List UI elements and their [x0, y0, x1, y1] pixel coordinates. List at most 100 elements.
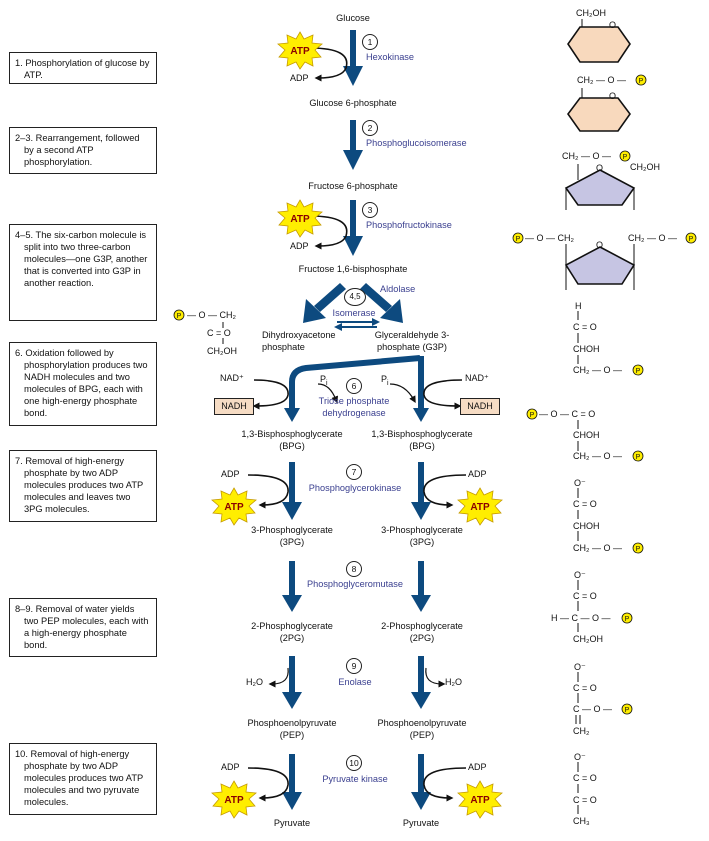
enzyme-phosphofructokinase: Phosphofructokinase [366, 220, 452, 230]
label-bpg-left: 1,3-Bisphosphoglycerate (BPG) [241, 429, 343, 451]
label-fructose-bisphosphate: Fructose 1,6-bisphosphate [298, 264, 408, 274]
step-number-4-5: 4,5 [344, 288, 366, 306]
atp-burst-step1: ATP [277, 31, 323, 70]
pyruvate-line-4: CH₃ [573, 816, 590, 826]
note-step-8-9: 8–9. Removal of water yields two PEP mol… [9, 598, 157, 657]
nadh-right: NADH [460, 398, 500, 415]
step-number-6: 6 [346, 378, 362, 394]
adp-step7-left: ADP [221, 469, 240, 479]
atp-burst-step7-left: ATP [211, 487, 257, 526]
step10-arrows [282, 754, 431, 810]
fructose-bisphosphate-ring [564, 244, 636, 290]
label-bpg-right: 1,3-Bisphosphoglycerate (BPG) [371, 429, 473, 451]
enzyme-phosphoglyceromutase: Phosphoglyceromutase [306, 579, 404, 589]
step-number-10: 10 [346, 755, 362, 771]
f16bp-right-group: CH₂ — O — [628, 233, 677, 243]
2pg-line-1: O⁻ [574, 570, 586, 580]
step-number-9: 9 [346, 658, 362, 674]
f16bp-left-group: — O — CH₂ [525, 233, 574, 243]
fructose-6-phosphate-ring [564, 164, 636, 210]
pep-line-2: C = O [573, 683, 597, 693]
dhap-top: — O — CH₂ [187, 310, 236, 320]
adp-step3: ADP [290, 241, 309, 251]
svg-text:P: P [636, 546, 641, 553]
adp-step1: ADP [290, 73, 309, 83]
label-3pg-left: 3-Phosphoglycerate (3PG) [251, 525, 333, 547]
split-arrow-right [360, 283, 403, 323]
nad-right: NAD⁺ [465, 373, 489, 383]
3pg-line-2: C = O [573, 499, 597, 509]
cofactor-curves [247, 47, 467, 802]
svg-text:ATP: ATP [470, 502, 490, 513]
label-fructose-6-phosphate: Fructose 6-phosphate [308, 181, 398, 191]
label-2pg-left: 2-Phosphoglycerate (2PG) [251, 621, 333, 643]
2pg-line-4: CH₂OH [573, 634, 603, 644]
adp-step10-left: ADP [221, 762, 240, 772]
svg-text:P: P [636, 454, 641, 461]
atp-burst-step10-left: ATP [211, 780, 257, 819]
enzyme-phosphoglycerokinase: Phosphoglycerokinase [308, 483, 402, 493]
step-number-7: 7 [346, 464, 362, 480]
svg-text:P: P [639, 78, 644, 85]
svg-text:ATP: ATP [224, 795, 244, 806]
label-dhap: Dihydroxyacetone phosphate [262, 330, 336, 352]
g3p-line-1: H [575, 301, 582, 311]
label-glucose-6-phosphate: Glucose 6-phosphate [309, 98, 397, 108]
svg-text:ATP: ATP [290, 214, 310, 225]
structure-bonds [222, 311, 581, 814]
svg-text:P: P [516, 236, 521, 243]
pyruvate-line-2: C = O [573, 773, 597, 783]
svg-text:ATP: ATP [224, 502, 244, 513]
pep-line-4: CH₂ [573, 726, 590, 736]
main-arrow-2 [343, 120, 363, 170]
note-step-1: 1. Phosphorylation of glucose by ATP. [9, 52, 157, 84]
2pg-line-2: C = O [573, 591, 597, 601]
f6p-ch2op: CH₂ — O — [562, 151, 611, 161]
step6-arrow-heads [284, 408, 429, 422]
dhap-conversion-arrow [289, 355, 424, 410]
water-right: H₂O [445, 677, 462, 687]
enzyme-enolase: Enolase [338, 677, 372, 687]
step-number-3: 3 [362, 202, 378, 218]
svg-text:P: P [625, 616, 630, 623]
enzyme-pyruvate-kinase: Pyruvate kinase [322, 774, 388, 784]
step8-arrows [282, 561, 431, 612]
main-arrow-1 [343, 30, 363, 86]
label-pep-right: Phosphoenolpyruvate (PEP) [377, 718, 467, 740]
enzyme-phosphoglucoisomerase: Phosphoglucoisomerase [366, 138, 467, 148]
2pg-line-3: H — C — O — [551, 613, 611, 623]
enzyme-triose-phosphate-dehydrogenase: Triose phosphate dehydrogenase [318, 396, 390, 418]
pi-left: Pi [320, 374, 328, 387]
3pg-line-3: CHOH [573, 521, 600, 531]
pep-line-1: O⁻ [574, 662, 586, 672]
svg-text:P: P [177, 313, 182, 320]
glucose-ring-oxygen: O [609, 20, 617, 30]
svg-text:P: P [689, 236, 694, 243]
note-step-10: 10. Removal of high-energy phosphate by … [9, 743, 157, 815]
note-step-4-5: 4–5. The six-carbon molecule is split in… [9, 224, 157, 321]
note-step-7: 7. Removal of high-energy phosphate by t… [9, 450, 157, 522]
pep-line-3: C — O — [573, 704, 613, 714]
bpg-line-2: CHOH [573, 430, 600, 440]
3pg-line-4: CH₂ — O — [573, 543, 622, 553]
label-pyruvate-left: Pyruvate [273, 818, 311, 828]
svg-text:ATP: ATP [290, 46, 310, 57]
pyruvate-line-1: O⁻ [574, 752, 586, 762]
nad-left: NAD⁺ [220, 373, 244, 383]
g3p-line-4: CH₂ — O — [573, 365, 622, 375]
adp-step10-right: ADP [468, 762, 487, 772]
step9-arrows [282, 656, 431, 709]
svg-text:P: P [530, 412, 535, 419]
step-number-8: 8 [346, 561, 362, 577]
label-pyruvate-right: Pyruvate [402, 818, 440, 828]
step-number-2: 2 [362, 120, 378, 136]
f16bp-ring-oxygen: O [596, 240, 604, 250]
enzyme-aldolase: Aldolase [380, 284, 416, 294]
glucose-ring [567, 19, 631, 63]
pi-right: Pi [381, 374, 389, 387]
pyruvate-line-3: C = O [573, 795, 597, 805]
svg-text:ATP: ATP [470, 795, 490, 806]
atp-burst-step7-right: ATP [457, 487, 503, 526]
g6p-ring-oxygen: O [609, 91, 617, 101]
